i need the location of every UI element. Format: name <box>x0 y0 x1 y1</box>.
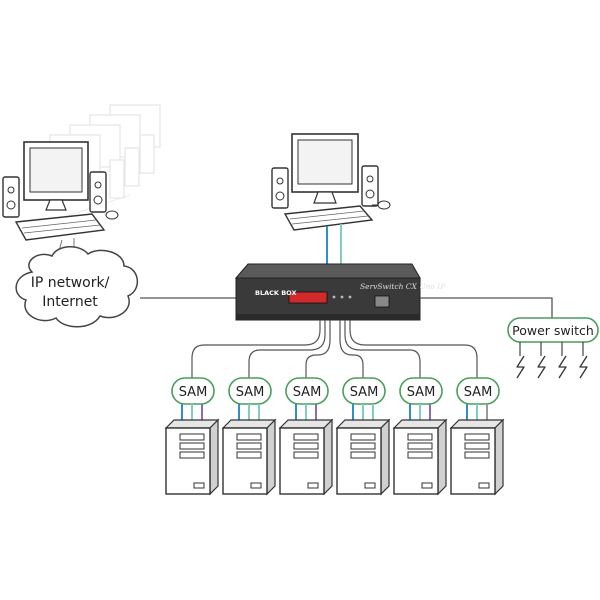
sam-adapter: SAM <box>228 377 272 428</box>
power-switch-box <box>507 317 599 343</box>
switch-led-display <box>288 291 328 304</box>
server-tower-icon <box>164 418 220 496</box>
sam-adapters: SAM SAM SAM SAM SAM SAM <box>171 377 500 428</box>
cloud-icon <box>15 246 138 328</box>
switch-network-port <box>374 295 390 308</box>
server-tower-icon <box>335 418 391 496</box>
power-outputs <box>519 342 584 356</box>
sam-adapter: SAM <box>342 377 386 428</box>
kvm-switch-icon <box>234 263 421 321</box>
server-tower-icon <box>392 418 448 496</box>
sam-label: SAM <box>464 385 493 400</box>
cloud-label-line1: IP network/ <box>31 275 110 291</box>
power-switch-label: Power switch <box>512 323 594 338</box>
lightning-icon <box>516 355 588 379</box>
switch-brand: BLACK BOX <box>255 289 296 297</box>
remote-workstation-icon <box>2 141 119 263</box>
sam-label: SAM <box>407 385 436 400</box>
sam-label: SAM <box>236 385 265 400</box>
sam-label: SAM <box>350 385 379 400</box>
sam-adapter: SAM <box>285 377 329 428</box>
server-tower-icon <box>221 418 277 496</box>
server-tower-icon <box>278 418 334 496</box>
power-link <box>420 297 553 318</box>
switch-sam-links <box>191 320 478 378</box>
sam-label: SAM <box>293 385 322 400</box>
sam-adapter: SAM <box>171 377 215 428</box>
sam-label: SAM <box>179 385 208 400</box>
servers <box>164 418 505 496</box>
switch-model: ServSwitch CX Uno IP <box>360 282 446 291</box>
cloud-label-line2: Internet <box>42 294 98 310</box>
local-workstation-icon <box>271 133 391 231</box>
sam-adapter: SAM <box>456 377 500 428</box>
server-tower-icon <box>449 418 505 496</box>
